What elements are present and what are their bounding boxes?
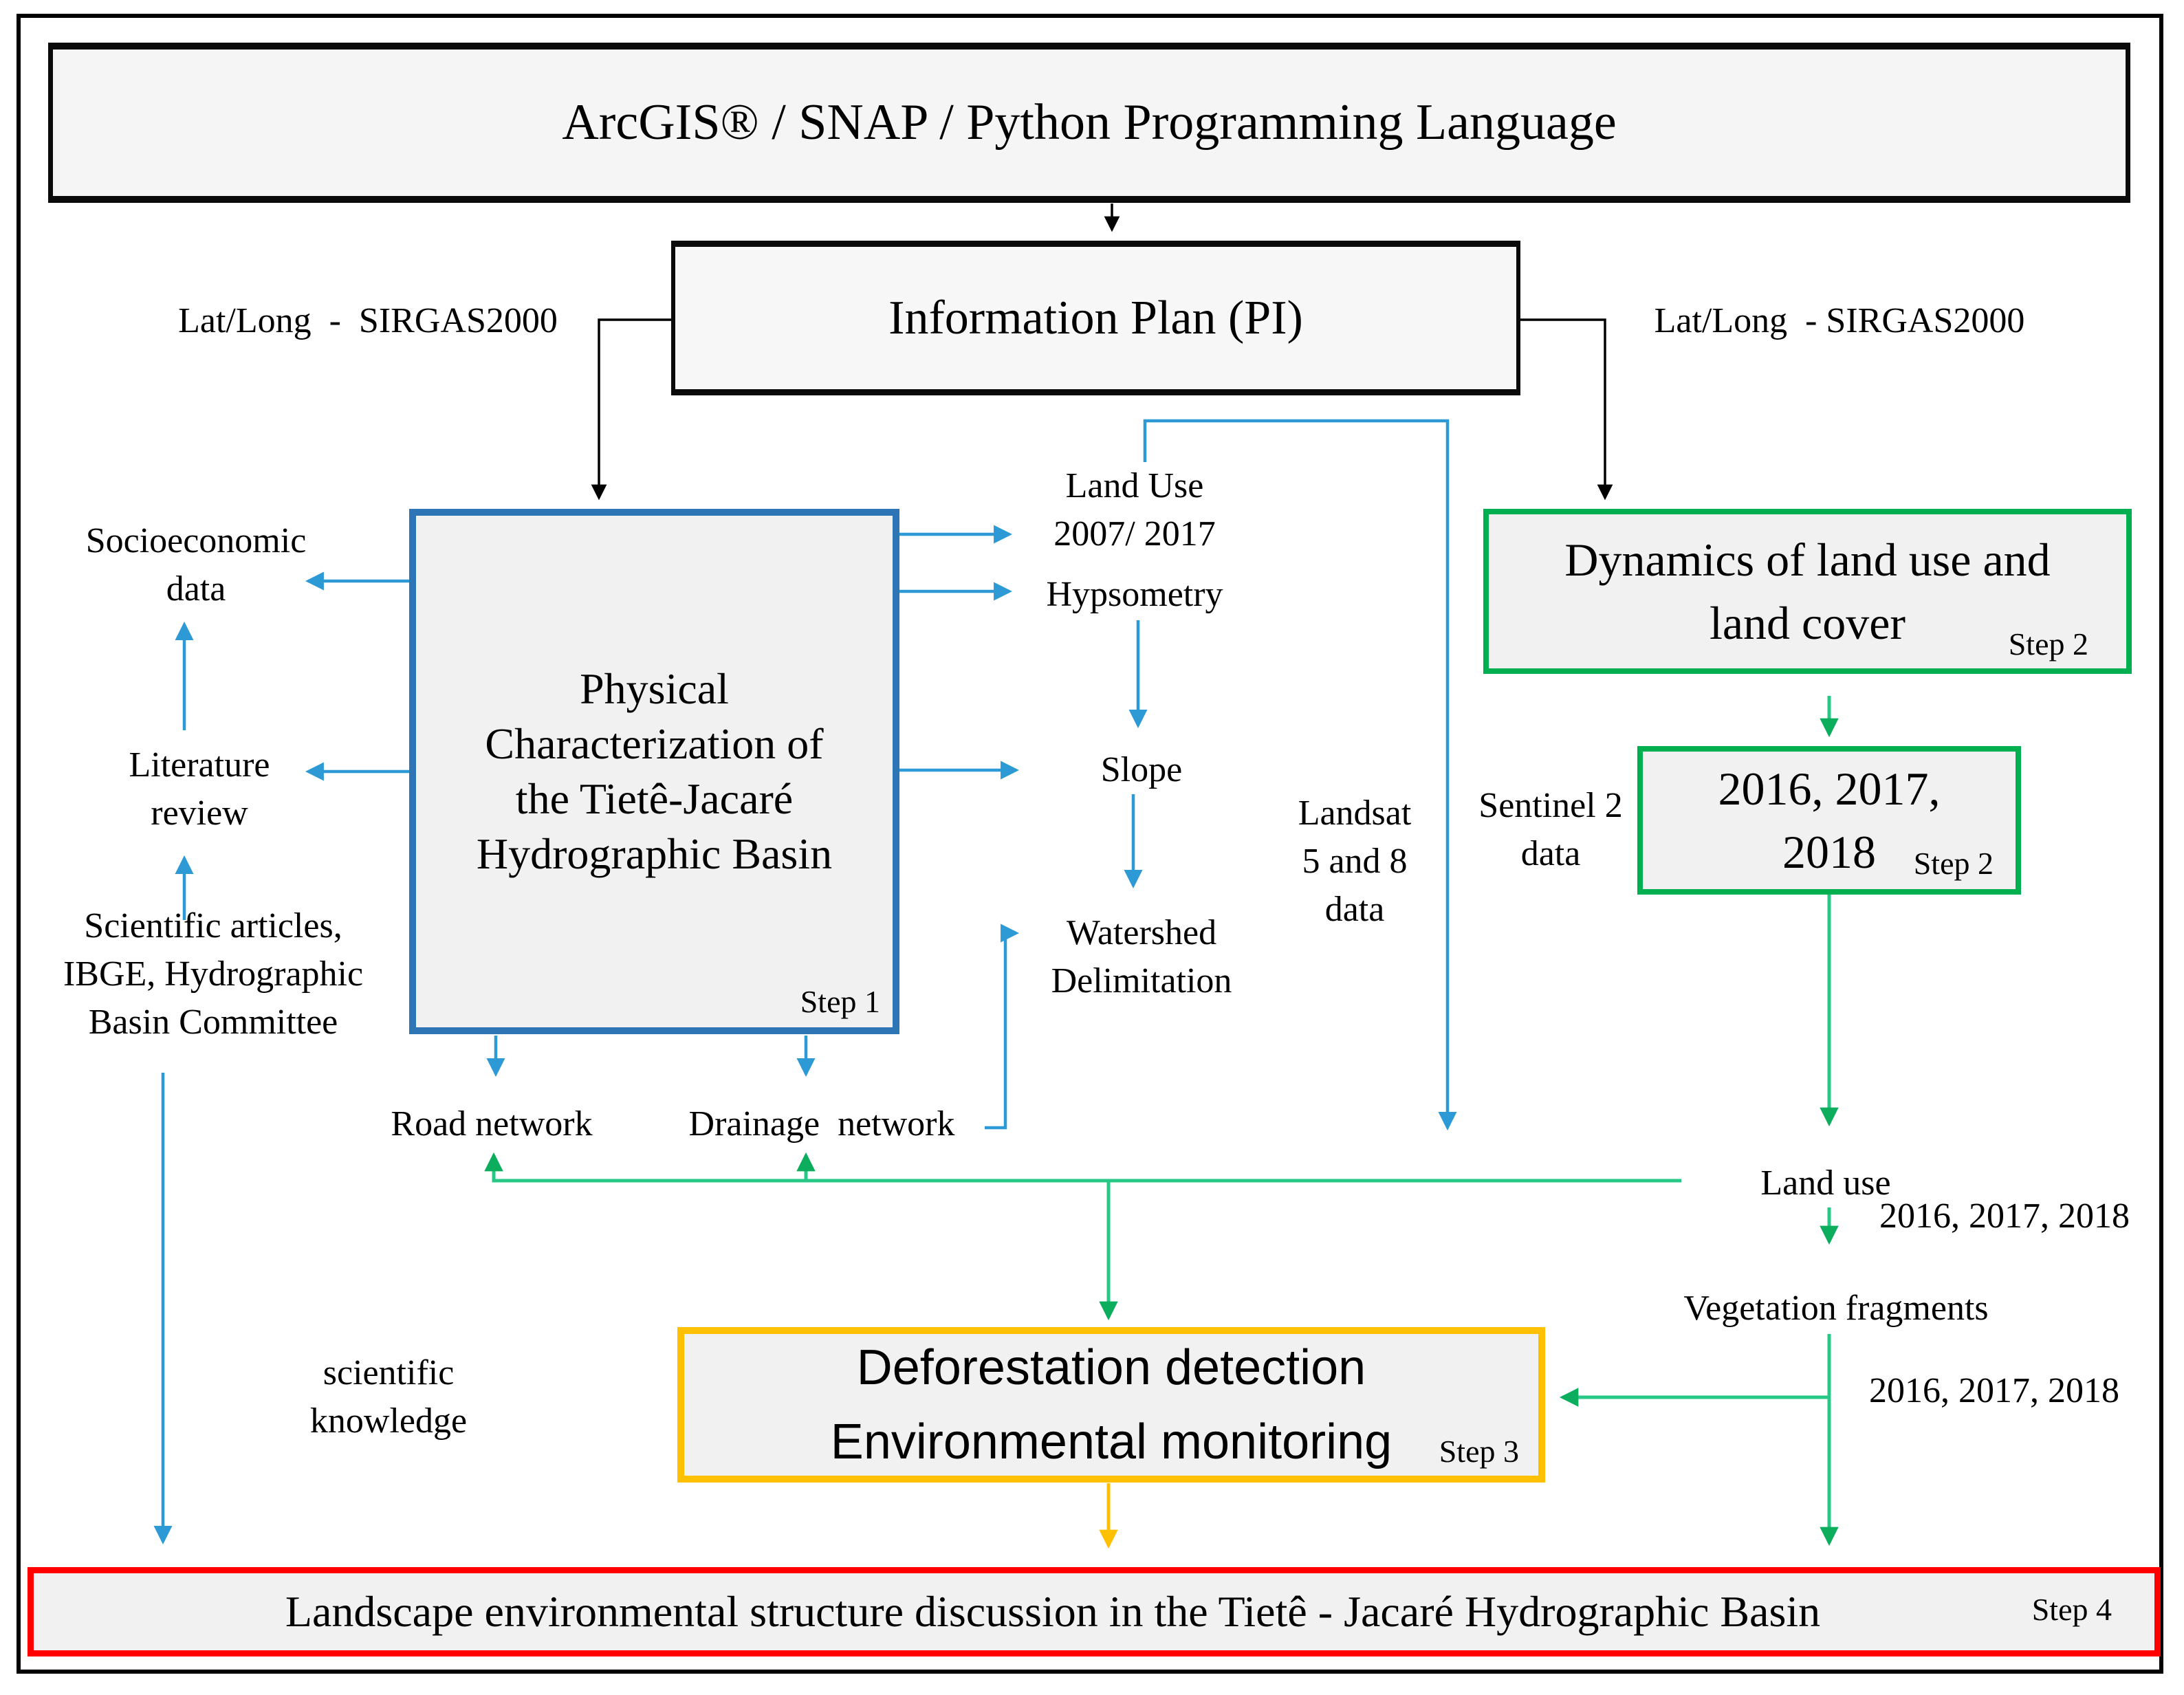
vegetation-fragments-label: Vegetation fragments — [1683, 1289, 1989, 1328]
deforestation-box: Deforestation detection Environmental mo… — [677, 1327, 1545, 1483]
step-4-label: Step 4 — [2031, 1592, 2112, 1627]
diagram-outer-frame — [17, 14, 2163, 1674]
road-network-label: Road network — [391, 1104, 593, 1144]
years-box: 2016, 2017, 2018 Step 2 — [1637, 746, 2021, 895]
drainage-network-label: Drainage network — [688, 1104, 955, 1144]
toolbox-title: ArcGIS® / SNAP / Python Programming Lang… — [562, 94, 1617, 151]
information-plan-box: Information Plan (PI) — [671, 241, 1520, 395]
step-2-label: Step 2 — [2008, 626, 2088, 661]
watershed-delimitation-label: Watershed Delimitation — [1051, 913, 1232, 1000]
step-2b-label: Step 2 — [1913, 846, 1994, 881]
land-use-label: Land use — [1760, 1163, 1891, 1203]
landsat-data-label: Landsat 5 and 8 data — [1298, 794, 1412, 929]
vegetation-years-label: 2016, 2017, 2018 — [1869, 1371, 2119, 1410]
scientific-articles-label: Scientific articles, IBGE, Hydrographic … — [63, 906, 364, 1042]
scientific-knowledge-label: scientific knowledge — [309, 1353, 468, 1441]
lat-long-left-label: Lat/Long - SIRGAS2000 — [178, 301, 558, 340]
physical-characterization-box: Physical Characterization of the Tietê-J… — [409, 509, 899, 1034]
lat-long-right-label: Lat/Long - SIRGAS2000 — [1654, 301, 2025, 340]
step-3-label: Step 3 — [1439, 1434, 1519, 1469]
toolbox-box: ArcGIS® / SNAP / Python Programming Lang… — [48, 43, 2130, 203]
information-plan-title: Information Plan (PI) — [888, 291, 1303, 345]
physical-characterization-title: Physical Characterization of the Tietê-J… — [476, 664, 833, 878]
deforestation-title: Deforestation detection Environmental mo… — [830, 1340, 1393, 1469]
step-1-label: Step 1 — [800, 984, 880, 1019]
socioeconomic-data-label: Socioeconomic data — [85, 521, 307, 609]
slope-label: Slope — [1100, 750, 1183, 789]
literature-review-label: Literature review — [129, 745, 270, 833]
landscape-discussion-title: Landscape environmental structure discus… — [285, 1587, 1821, 1636]
landscape-discussion-box: Landscape environmental structure discus… — [28, 1567, 2161, 1656]
land-use-2007-2017-label: Land Use 2007/ 2017 — [1053, 466, 1216, 554]
years-box-title: 2016, 2017, 2018 — [1718, 763, 1941, 878]
hypsometry-label: Hypsometry — [1046, 575, 1223, 614]
dynamics-title: Dynamics of land use and land cover — [1564, 534, 2051, 649]
sentinel-data-label: Sentinel 2 data — [1478, 786, 1623, 873]
land-use-years-label: 2016, 2017, 2018 — [1879, 1196, 2130, 1236]
dynamics-box: Dynamics of land use and land cover Step… — [1483, 509, 2132, 674]
